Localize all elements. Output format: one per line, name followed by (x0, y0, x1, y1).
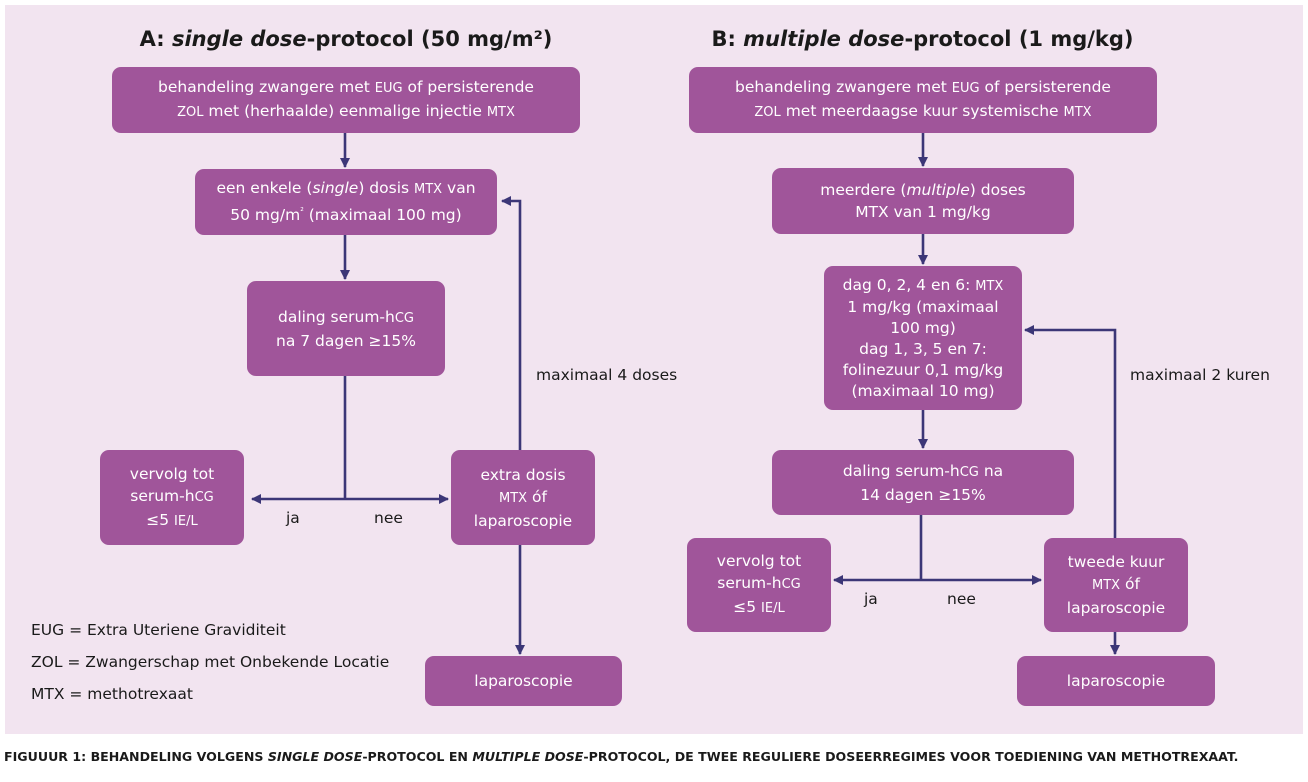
b-followup-box: vervolg tot serum-hCG ≤5 IE/L (687, 538, 831, 632)
b-start-box: behandeling zwangere met EUG of persiste… (689, 67, 1157, 133)
protocol-b-title: B: multiple dose-protocol (1 mg/kg) (711, 27, 1134, 51)
b-decline-box: daling serum-hCG na 14 dagen ≥15% (772, 450, 1074, 515)
b-label-no: nee (947, 590, 976, 608)
b-multiple-doses-box: meerdere (multiple) doses MTX van 1 mg/k… (772, 168, 1074, 234)
b-second-course-box: tweede kuur MTX óf laparoscopie (1044, 538, 1188, 632)
a-decline-box: daling serum-hCG na 7 dagen ≥15% (247, 281, 445, 376)
a-single-dose-box: een enkele (single) dosis MTX van 50 mg/… (195, 169, 497, 235)
a-start-box: behandeling zwangere met EUG of persiste… (112, 67, 580, 133)
protocol-a-title: A: single dose-protocol (50 mg/m²) (139, 27, 553, 51)
b-label-max-courses: maximaal 2 kuren (1130, 366, 1270, 384)
figure-caption: FIGUUUR 1: BEHANDELING VOLGENS SINGLE DO… (4, 749, 1239, 764)
legend-eug: EUG = Extra Uteriene Graviditeit (31, 621, 286, 639)
b-laparoscopy-box: laparoscopie (1017, 656, 1215, 706)
a-followup-box: vervolg tot serum-hCG ≤5 IE/L (100, 450, 244, 545)
arrow-a-loop (501, 196, 522, 450)
arrow-b-loop (1024, 325, 1117, 538)
a-label-yes: ja (286, 509, 300, 527)
a-laparoscopy-box: laparoscopie (425, 656, 622, 706)
a-label-no: nee (374, 509, 403, 527)
legend-mtx: MTX = methotrexaat (31, 685, 193, 703)
b-schedule-box: dag 0, 2, 4 en 6: MTX 1 mg/kg (maximaal … (824, 266, 1022, 410)
b-label-yes: ja (864, 590, 878, 608)
a-extra-dose-box: extra dosis MTX óf laparoscopie (451, 450, 595, 545)
legend-zol: ZOL = Zwangerschap met Onbekende Locatie (31, 653, 390, 671)
a-label-max-doses: maximaal 4 doses (536, 366, 678, 384)
